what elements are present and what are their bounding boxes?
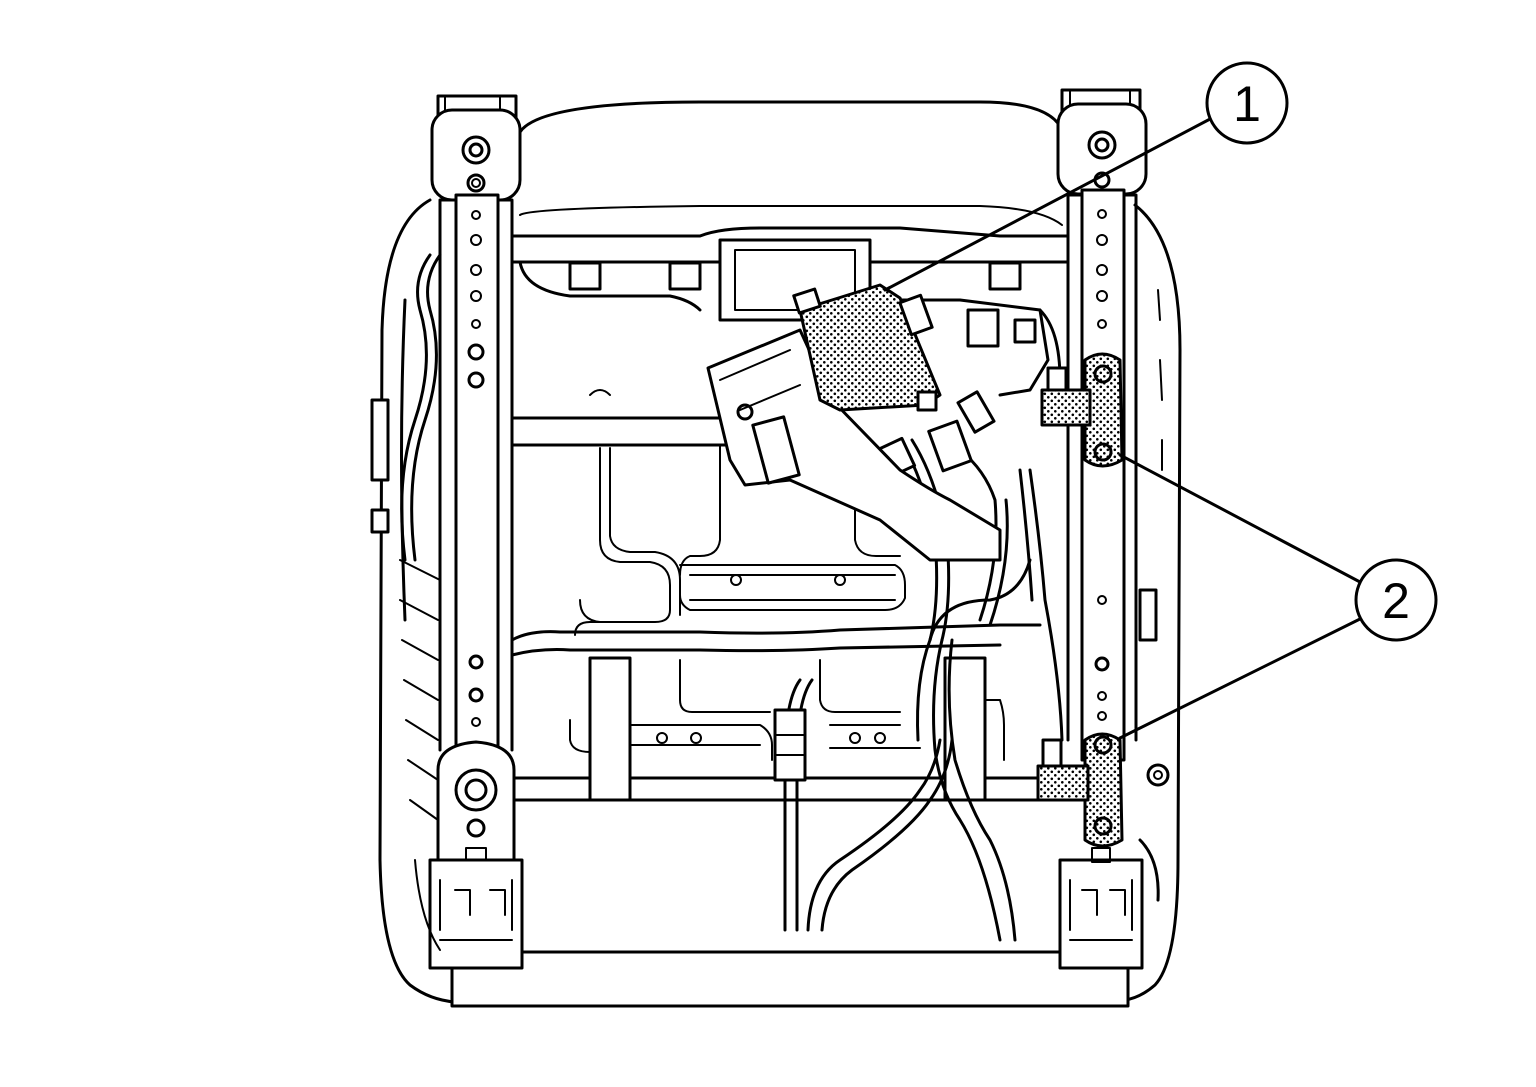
middle-cross-bar — [510, 389, 737, 447]
upper-track-clip — [1040, 352, 1124, 468]
module-mounting-bracket — [706, 298, 1050, 562]
right-side-details — [1018, 308, 1170, 902]
leader-line-1 — [883, 116, 1214, 292]
left-seat-track — [428, 94, 524, 970]
callout-2: 2 — [1354, 558, 1438, 642]
seat-cushion-outline — [378, 100, 1182, 1004]
front-pan-bar — [450, 950, 1130, 1008]
right-seat-track — [1056, 88, 1148, 970]
lower-track-clip — [1036, 732, 1124, 848]
callout-1-label: 1 — [1233, 76, 1261, 132]
seat-module — [792, 283, 942, 412]
callout-2-label: 2 — [1382, 573, 1410, 629]
left-side-details — [370, 253, 442, 951]
callout-1: 1 — [1205, 61, 1289, 145]
seat-springs — [510, 444, 1042, 761]
leader-lines-2 — [1118, 453, 1364, 740]
rear-cross-member — [510, 226, 1070, 322]
